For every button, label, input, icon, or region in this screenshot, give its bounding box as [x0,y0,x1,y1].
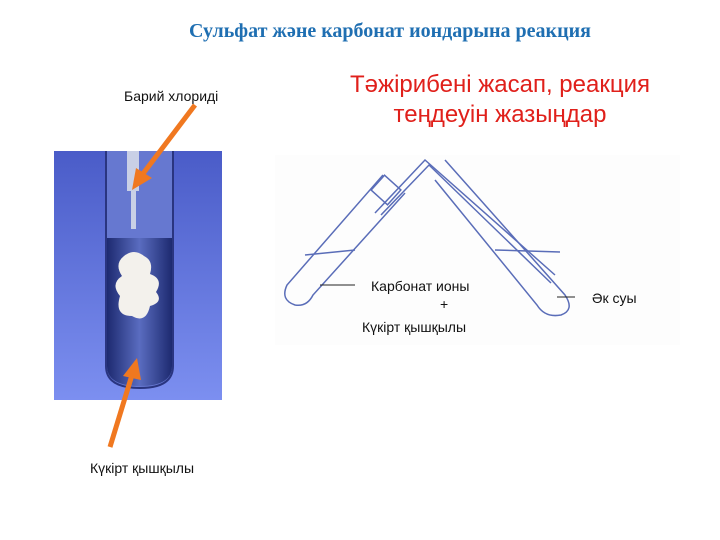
label-carbonate-ion: Карбонат ионы [371,278,470,294]
test-tube-photo [54,151,222,400]
label-lime-water: Әк суы [592,290,637,306]
label-barium-chloride: Барий хлориді [124,88,219,104]
apparatus-diagram [275,155,680,345]
task-text: Тәжірибені жасап, реакция теңдеуін жазың… [350,71,650,128]
slide-title: Сульфат және карбонат иондарына реакция [189,20,591,42]
label-plus: + [440,296,449,312]
label-sulfuric-acid: Күкірт қышқылы [90,460,195,476]
label-sulfuric-acid-diagram: Күкірт қышқылы [362,319,467,335]
